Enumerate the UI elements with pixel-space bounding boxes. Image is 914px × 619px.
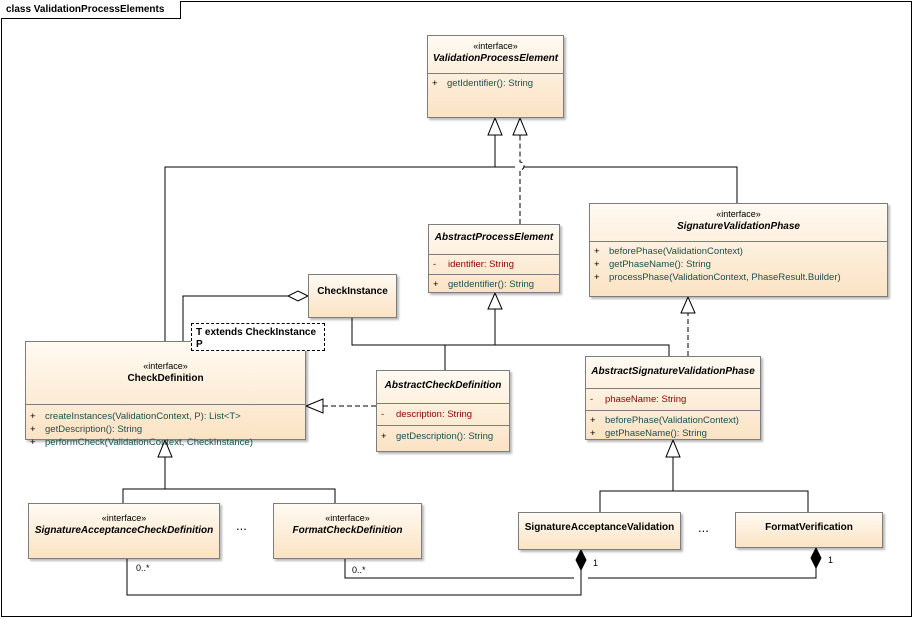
class-name: FormatCheckDefinition <box>292 525 403 536</box>
attributes-compartment: -identifier: String <box>429 254 559 274</box>
operation-row: +getDescription(): String <box>30 424 143 435</box>
class-name: ValidationProcessElement <box>432 53 559 64</box>
operations-compartment: +getIdentifier(): String <box>429 274 559 294</box>
ellipsis-interfaces: ... <box>236 518 247 533</box>
operation-row: +processPhase(ValidationContext, PhaseRe… <box>594 272 841 283</box>
real-arrow-svp <box>680 295 696 314</box>
real-arrow-cd <box>304 398 324 414</box>
class-abstract-check-definition[interactable]: AbstractCheckDefinition -description: St… <box>376 370 510 452</box>
operations-compartment: +createInstances(ValidationContext, P): … <box>26 404 305 452</box>
class-format-verification[interactable]: FormatVerification <box>735 512 883 548</box>
gen-arrow-vpe-1 <box>487 116 503 136</box>
composition-sav-line <box>126 559 582 596</box>
multiplicity-sav: 1 <box>593 558 599 568</box>
gen-checkdefinition-line <box>164 135 496 341</box>
stereotype: «interface» <box>473 41 518 51</box>
gen-cd-subinterfaces-line <box>122 457 336 503</box>
operations-compartment: +beforePhase(ValidationContext) +getPhas… <box>586 410 760 443</box>
operation-row: +getIdentifier(): String <box>433 279 535 290</box>
aggregation-diamond <box>286 290 310 302</box>
class-name: SignatureAcceptanceValidation <box>524 522 675 533</box>
attribute-row: -identifier: String <box>433 259 515 270</box>
gen-arrow-asvp <box>665 438 681 458</box>
gen-arrow-ape <box>487 291 503 310</box>
attribute-row: -description: String <box>381 409 473 420</box>
operations-compartment: +beforePhase(ValidationContext) +getPhas… <box>590 241 887 287</box>
class-abstract-process-element[interactable]: AbstractProcessElement -identifier: Stri… <box>428 224 560 293</box>
class-signature-acceptance-validation[interactable]: SignatureAcceptanceValidation <box>518 512 681 550</box>
class-name: AbstractSignatureValidationPhase <box>591 366 755 377</box>
class-signature-acceptance-check-definition[interactable]: «interface» SignatureAcceptanceCheckDefi… <box>28 503 220 559</box>
gen-asvp-subclasses-line <box>599 457 809 512</box>
operation-row: +getPhaseName(): String <box>590 428 707 439</box>
aggregation-line <box>182 295 288 341</box>
class-name: AbstractProcessElement <box>434 232 554 243</box>
class-name: AbstractCheckDefinition <box>384 380 502 391</box>
operation-row: +performCheck(ValidationContext, CheckIn… <box>30 437 253 448</box>
operations-compartment: +getDescription(): String <box>377 425 509 447</box>
stereotype: «interface» <box>325 513 370 523</box>
class-check-instance[interactable]: CheckInstance <box>308 274 397 318</box>
multiplicity-fcd: 0..* <box>352 565 366 575</box>
operation-row: +beforePhase(ValidationContext) <box>590 415 739 426</box>
operation-row: +getDescription(): String <box>381 431 494 442</box>
ellipsis-phases: ... <box>698 520 709 535</box>
gen-svphase-line <box>495 166 738 203</box>
multiplicity-sacd: 0..* <box>136 563 150 573</box>
real-arrow-vpe-2 <box>512 116 528 136</box>
class-abstract-signature-validation-phase[interactable]: AbstractSignatureValidationPhase -phaseN… <box>585 356 761 440</box>
class-name: SignatureAcceptanceCheckDefinition <box>34 525 214 536</box>
composition-fcd-line <box>344 559 817 579</box>
operation-row: +beforePhase(ValidationContext) <box>594 246 743 257</box>
template-param: P <box>196 339 203 350</box>
class-name: CheckInstance <box>317 286 388 297</box>
class-name: SignatureValidationPhase <box>677 221 800 232</box>
class-signature-validation-phase[interactable]: «interface» SignatureValidationPhase +be… <box>589 203 888 297</box>
attributes-compartment: -description: String <box>377 403 509 425</box>
stereotype: «interface» <box>143 361 188 371</box>
class-validation-process-element[interactable]: «interface» ValidationProcessElement + g… <box>427 35 564 118</box>
class-check-definition[interactable]: «interface» CheckDefinition +createInsta… <box>25 341 306 448</box>
template-parameters: T extends CheckInstance P <box>191 323 325 351</box>
class-format-check-definition[interactable]: «interface» FormatCheckDefinition <box>273 503 422 559</box>
operation-row: +getPhaseName(): String <box>594 259 711 270</box>
composition-diamond-fv <box>810 546 822 570</box>
stereotype: «interface» <box>716 209 761 219</box>
operation-row: + getIdentifier(): String <box>432 78 534 89</box>
operation-row: +createInstances(ValidationContext, P): … <box>30 411 241 422</box>
gen-arrow-cd <box>157 438 173 458</box>
gen-ape-subclasses-line <box>351 309 670 370</box>
class-name: CheckDefinition <box>127 373 204 384</box>
attribute-row: -phaseName: String <box>590 394 687 405</box>
operations-compartment: + getIdentifier(): String <box>428 73 563 93</box>
real-ape-line <box>519 135 525 224</box>
class-name: FormatVerification <box>765 522 853 533</box>
template-param: T extends CheckInstance <box>196 327 317 338</box>
stereotype: «interface» <box>101 513 147 523</box>
attributes-compartment: -phaseName: String <box>586 388 760 410</box>
multiplicity-fv: 1 <box>828 555 834 565</box>
diagram-frame-title: class ValidationProcessElements <box>1 1 181 19</box>
composition-diamond-sav <box>575 548 587 572</box>
